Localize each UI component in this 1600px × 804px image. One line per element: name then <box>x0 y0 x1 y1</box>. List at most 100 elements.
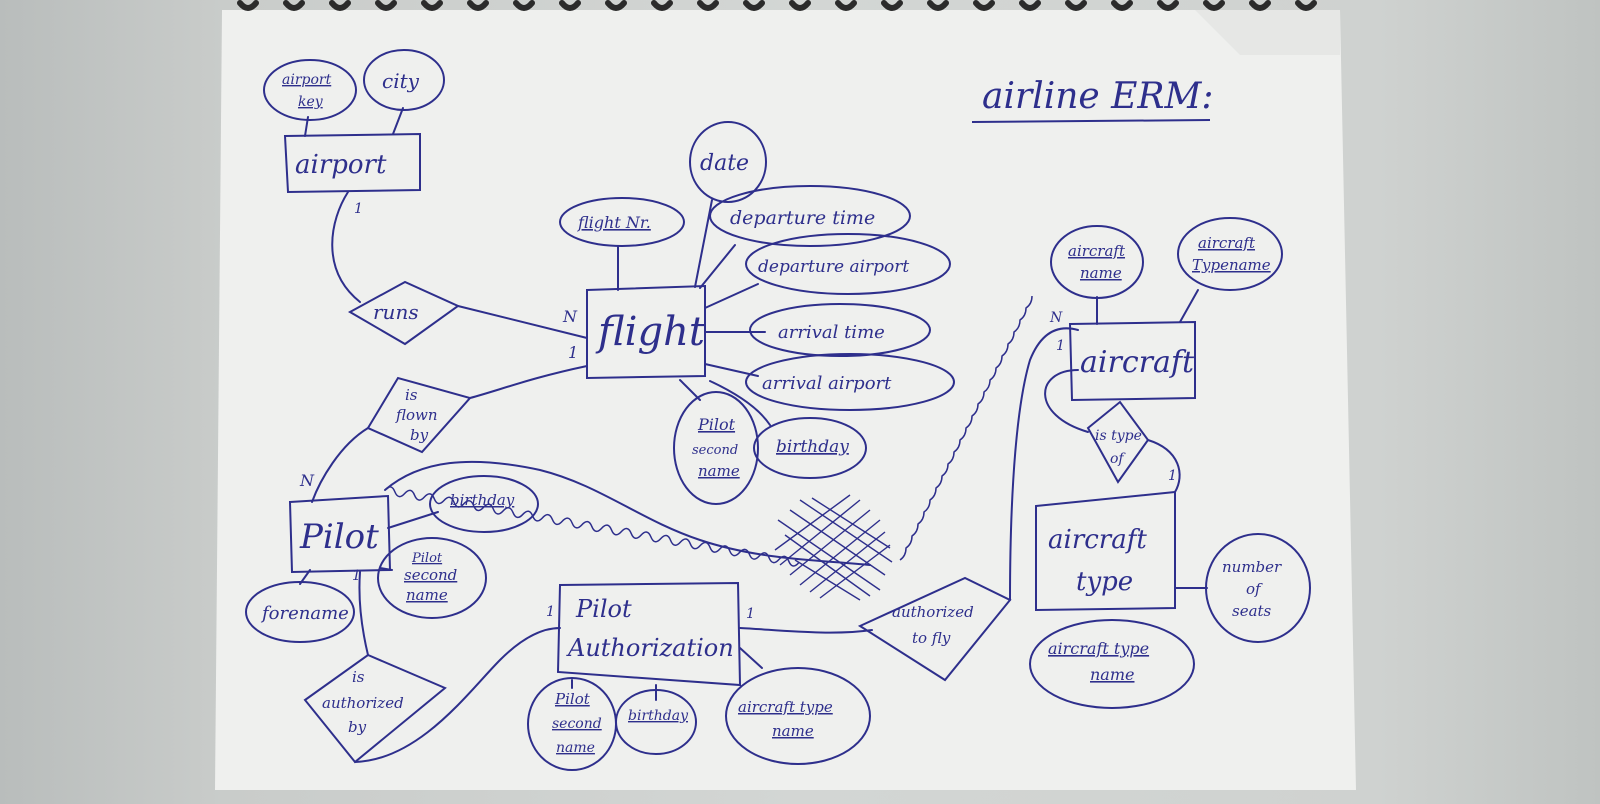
line-depairport-flight <box>704 283 759 309</box>
spiral-binding <box>237 0 1317 11</box>
relationship-is-flown-by: is flown by <box>366 376 472 454</box>
attribute-airport-key: airport key <box>263 59 357 121</box>
entity-pilot-authorization: Pilot Authorization <box>556 581 742 687</box>
cardinality-fly-aircraft: N <box>1049 310 1063 326</box>
cardinality-aircraft-typeof: 1 <box>1056 338 1065 354</box>
attribute-auth-type-line2: name <box>772 722 814 740</box>
cardinality-typeof-type: 1 <box>1168 468 1177 484</box>
relationship-runs-label: runs <box>373 300 419 324</box>
attribute-flight-pilot-line3: name <box>698 462 740 480</box>
attribute-auth-type-line1: aircraft type <box>738 698 833 716</box>
attribute-arrival-airport: arrival airport <box>745 353 955 411</box>
line-typeof-aircrafttype <box>1147 439 1181 493</box>
attribute-pilot-birthday: birthday <box>429 475 539 533</box>
line-pilot-authorized <box>358 571 369 656</box>
relationship-authorized-line1: is <box>352 668 365 686</box>
attribute-auth-pilot-line1: Pilot <box>554 690 591 708</box>
attribute-flight-pilot-line2: second <box>692 443 738 458</box>
entity-airport-label: airport <box>295 150 387 180</box>
relationship-runs: runs <box>347 280 460 346</box>
attribute-date-label: date <box>700 151 749 176</box>
line-typename-aircraft <box>1179 289 1199 323</box>
attribute-aircraft-typename-line2: Typename <box>1192 256 1271 274</box>
relationship-flown-line1: is <box>405 386 418 404</box>
entity-pilot-auth-line2: Authorization <box>566 634 734 662</box>
line-runs-flight <box>457 305 588 339</box>
wave-upper <box>899 295 1033 561</box>
relationship-authorized-line3: by <box>348 718 367 736</box>
attribute-departure-time-label: departure time <box>730 207 875 229</box>
cardinality-flown-pilot: N <box>299 471 315 490</box>
attribute-aircraft-name-line1: aircraft <box>1068 242 1126 260</box>
attribute-flight-nr-label: flight Nr. <box>577 213 651 232</box>
wave-lower <box>384 486 800 567</box>
line-airport-runs <box>331 191 361 303</box>
title-underline <box>971 119 1211 123</box>
cardinality-flight-flown: 1 <box>568 343 578 362</box>
entity-pilot: Pilot <box>288 494 392 574</box>
attribute-aircraft-typename-line1: aircraft <box>1198 234 1256 252</box>
attribute-city-label: city <box>382 69 420 93</box>
line-pilotname-flight <box>679 379 701 401</box>
attribute-date: date <box>689 121 767 203</box>
relationship-fly-line1: authorized <box>892 603 974 621</box>
line-auth-typename <box>739 647 763 669</box>
attribute-auth-aircraft-type-name: aircraft type name <box>725 667 871 765</box>
relationship-flown-line3: by <box>410 426 429 444</box>
attribute-flight-pilot-name: Pilot second name <box>673 391 759 505</box>
attribute-city: city <box>363 49 445 111</box>
attribute-type-name-line1: aircraft type <box>1048 639 1149 658</box>
entity-airport: airport <box>283 132 421 194</box>
attribute-type-name-line2: name <box>1090 665 1134 684</box>
entity-pilot-label: Pilot <box>299 517 379 557</box>
entity-aircraft: aircraft <box>1068 320 1196 402</box>
relationship-flown-line2: flown <box>395 406 438 424</box>
relationship-typeof-line1: is type <box>1095 428 1142 444</box>
attribute-pilot-second-line2: second <box>404 566 457 584</box>
attribute-departure-airport: departure airport <box>745 233 951 295</box>
attribute-aircraft-typename: aircraft Typename <box>1177 217 1283 291</box>
attribute-aircraft-name: aircraft name <box>1050 225 1144 299</box>
entity-aircraft-label: aircraft <box>1080 345 1195 380</box>
entity-aircraft-type: aircraft type <box>1035 490 1176 612</box>
attribute-departure-time: departure time <box>709 185 911 247</box>
attribute-flight-birthday: birthday <box>753 417 867 479</box>
relationship-fly-line2: to fly <box>912 629 951 647</box>
attribute-aircraft-type-name: aircraft type name <box>1029 619 1195 709</box>
cardinality-airport-runs: 1 <box>354 201 363 217</box>
attribute-auth-birthday: birthday <box>615 689 697 755</box>
attribute-seats-line2: of <box>1246 580 1263 598</box>
attribute-pilot-second-name: Pilot second name <box>377 537 487 619</box>
paper-tear <box>1195 10 1340 55</box>
cardinality-authorized-auth: 1 <box>546 604 555 620</box>
attribute-flight-pilot-line1: Pilot <box>697 415 736 434</box>
attribute-auth-pilot-name: Pilot second name <box>527 677 617 771</box>
attribute-flight-birthday-label: birthday <box>776 437 849 457</box>
relationship-typeof-line2: of <box>1110 451 1126 467</box>
cardinality-runs-flight: N <box>562 307 578 326</box>
relationship-authorized-to-fly: authorized to fly <box>857 576 1012 682</box>
relationship-authorized-line2: authorized <box>322 694 404 712</box>
attribute-flight-nr: flight Nr. <box>559 197 685 247</box>
line-aircraft-typeof <box>1044 369 1089 433</box>
attribute-airport-key-line2: key <box>298 94 324 110</box>
entity-pilot-auth-line1: Pilot <box>575 595 632 623</box>
line-flight-flown <box>469 365 588 399</box>
attribute-seats-line1: number <box>1222 558 1282 576</box>
line-deptime-flight <box>699 244 736 289</box>
attribute-auth-pilot-line3: name <box>556 740 595 756</box>
relationship-is-authorized-by: is authorized by <box>303 653 447 764</box>
relationship-is-type-of: is type of <box>1086 400 1150 484</box>
wave-lines <box>384 295 1033 567</box>
line-flown-pilot <box>311 427 369 503</box>
line-authorized-auth <box>354 627 561 763</box>
line-fly-pilot-scribble <box>384 460 871 566</box>
attribute-forename: forename <box>245 581 355 643</box>
attribute-arrival-airport-label: arrival airport <box>762 373 892 394</box>
entity-aircraft-type-line1: aircraft <box>1048 525 1147 555</box>
entity-flight-label: flight <box>595 309 706 355</box>
line-auth-fly <box>739 627 873 634</box>
attribute-pilot-second-line3: name <box>406 586 448 604</box>
attribute-pilot-birthday-label: birthday <box>450 491 515 509</box>
